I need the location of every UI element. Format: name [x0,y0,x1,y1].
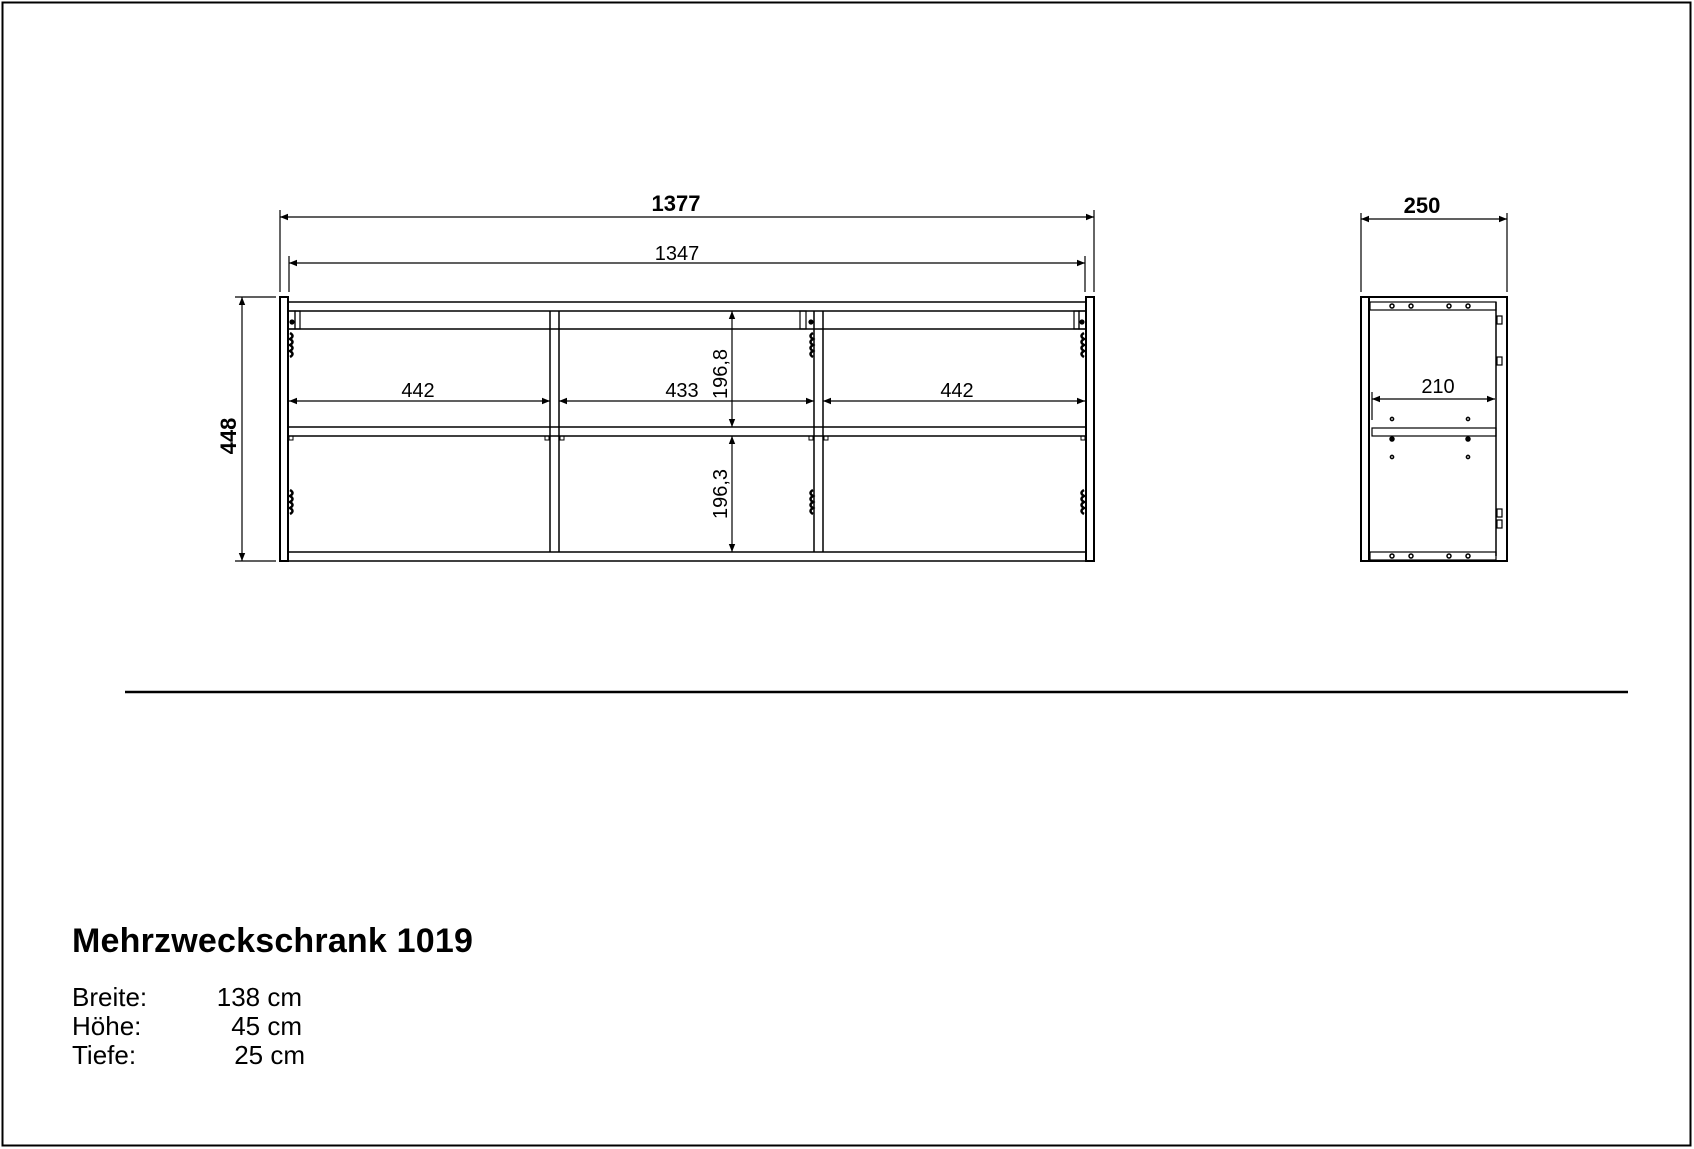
side-view-holes [1389,303,1471,559]
spec-value: 25 cm [234,1040,305,1070]
spec-value: 138 cm [216,982,302,1012]
label-compartment-width-middle: 433 [665,380,698,402]
label-inner-depth: 210 [1421,376,1454,398]
label-compartment-width-right: 442 [940,380,973,402]
side-view [1360,213,1508,562]
label-overall-depth: 250 [1404,193,1441,218]
label-overall-width: 1377 [652,191,701,216]
label-overall-height: 448 [216,418,241,455]
label-upper-compartment-height: 196,8 [710,349,732,399]
spec-row-width: Breite: 138 cm [72,983,473,1012]
spec-label: Höhe: [72,1011,142,1041]
compartment-dims [289,311,1085,552]
spec-row-height: Höhe: 45 cm [72,1012,473,1041]
label-compartment-width-left: 442 [401,380,434,402]
spec-label: Breite: [72,982,148,1012]
spec-row-depth: Tiefe: 25 cm [72,1041,473,1070]
hinge-icons [287,319,1087,516]
label-inner-width: 1347 [655,243,700,265]
product-info: Mehrzweckschrank 1019 Breite: 138 cm Höh… [72,922,473,1070]
label-lower-compartment-height: 196,3 [710,469,732,519]
product-title: Mehrzweckschrank 1019 [72,922,474,960]
spec-label: Tiefe: [72,1040,137,1070]
spec-value: 45 cm [231,1011,302,1041]
